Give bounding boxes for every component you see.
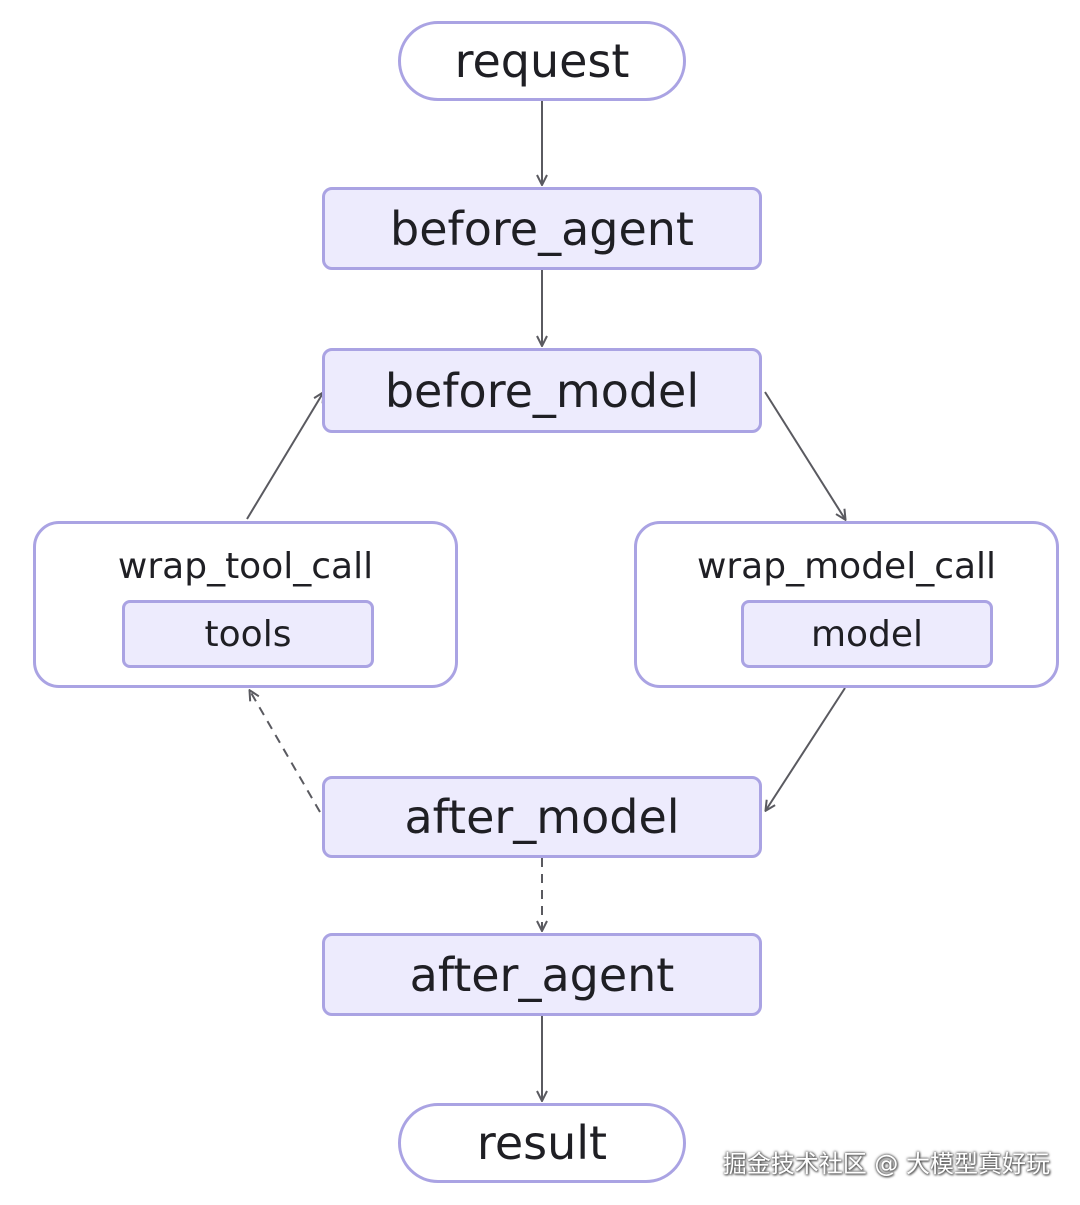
- before-agent-node: before_agent: [322, 187, 762, 270]
- wrap-tool-call-label: wrap_tool_call: [117, 546, 374, 587]
- result-node: result: [398, 1103, 686, 1183]
- wrap-tool-call-node: wrap_tool_call tools: [33, 521, 458, 688]
- edge-after-model-to-wrap-tool-call: [250, 691, 321, 813]
- wrap-model-call-label: wrap_model_call: [696, 546, 997, 587]
- after-model-node: after_model: [322, 776, 762, 858]
- edge-wrap-model-call-to-after-model: [766, 687, 846, 810]
- edge-wrap-tool-call-to-before-model: [246, 393, 323, 520]
- edge-before-model-to-wrap-model-call: [764, 391, 845, 519]
- watermark-text: 掘金技术社区 @ 大模型真好玩: [722, 1150, 1050, 1178]
- before-model-node: before_model: [322, 348, 762, 433]
- tools-node: tools: [122, 600, 374, 668]
- model-node: model: [741, 600, 993, 668]
- wrap-model-call-node: wrap_model_call model: [634, 521, 1059, 688]
- after-agent-node: after_agent: [322, 933, 762, 1016]
- request-node: request: [398, 21, 686, 101]
